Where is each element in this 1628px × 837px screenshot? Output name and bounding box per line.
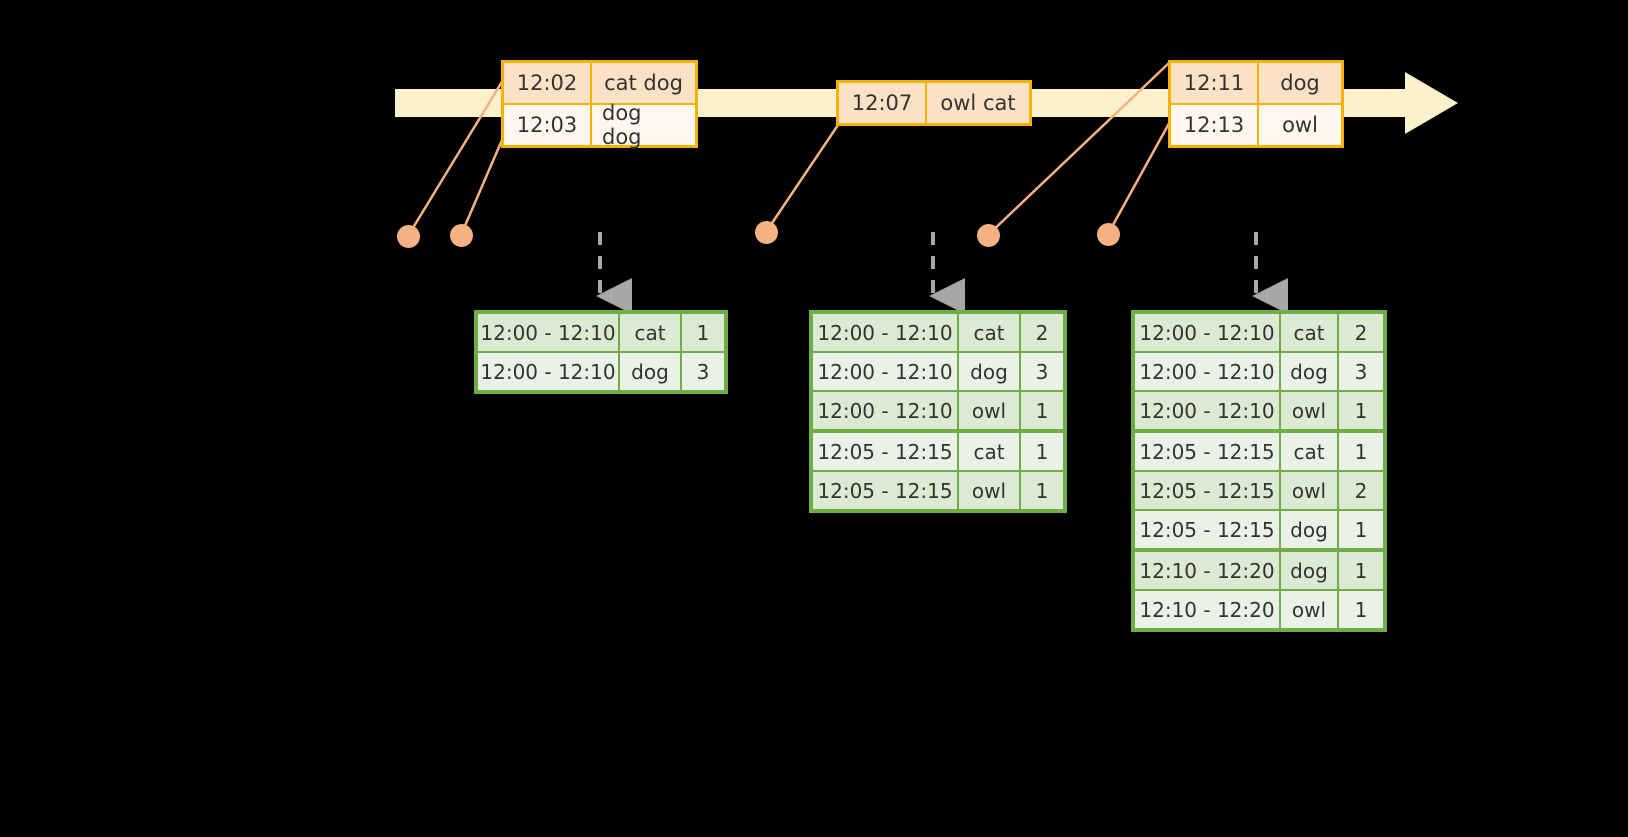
- cell-word: owl: [1281, 472, 1339, 509]
- event-box[interactable]: 12:02 cat dog 12:03 dog dog: [501, 60, 698, 149]
- cell-word: cat: [959, 433, 1021, 470]
- timeline-arrow-icon: [1405, 72, 1458, 134]
- cell-word: owl: [959, 472, 1021, 509]
- cell-window: 12:00 - 12:10: [1135, 353, 1281, 390]
- cell-word: dog: [1281, 511, 1339, 548]
- cell-count: 2: [1035, 320, 1049, 345]
- cell-count: 1: [1035, 398, 1049, 423]
- cell-window: 12:00 - 12:10: [478, 353, 620, 390]
- cell-count: 3: [1354, 359, 1368, 384]
- cell-word: owl: [1281, 392, 1339, 429]
- cell-word: owl: [959, 392, 1021, 429]
- cell-window: 12:00 - 12:10: [813, 392, 959, 429]
- cell-window: 12:10 - 12:20: [1135, 591, 1281, 628]
- event-words: owl cat: [940, 91, 1016, 115]
- connector-dot: [396, 224, 420, 248]
- cell-word: cat: [620, 314, 682, 351]
- cell-window: 12:00 - 12:10: [478, 314, 620, 351]
- cell-count: 1: [1354, 398, 1368, 423]
- cell-window: 12:00 - 12:10: [1135, 392, 1281, 429]
- connector-dot: [1096, 222, 1120, 246]
- cell-window: 12:05 - 12:15: [1135, 472, 1281, 509]
- connector-line: [1106, 117, 1174, 235]
- connector-line: [459, 139, 504, 236]
- cell-count: 2: [1354, 320, 1368, 345]
- cell-window: 12:10 - 12:20: [1135, 552, 1281, 589]
- cell-word: cat: [1281, 433, 1339, 470]
- event-box[interactable]: 12:07 owl cat: [836, 80, 1032, 126]
- event-words: owl: [1282, 113, 1318, 137]
- cell-window: 12:00 - 12:10: [813, 353, 959, 390]
- event-words: dog: [1280, 71, 1320, 95]
- cell-window: 12:05 - 12:15: [813, 433, 959, 470]
- cell-count: 3: [696, 359, 710, 384]
- event-words: cat dog: [604, 71, 683, 95]
- connector-dot: [449, 223, 473, 247]
- cell-window: 12:05 - 12:15: [813, 472, 959, 509]
- connector-dot: [754, 220, 778, 244]
- event-time: 12:02: [504, 63, 592, 103]
- cell-word: cat: [1281, 314, 1339, 351]
- cell-window: 12:00 - 12:10: [1135, 314, 1281, 351]
- cell-word: dog: [1281, 353, 1339, 390]
- connector-dot: [976, 223, 1000, 247]
- cell-count: 3: [1035, 359, 1049, 384]
- cell-word: dog: [620, 353, 682, 390]
- down-arrows: [596, 232, 1288, 314]
- cell-count: 2: [1354, 478, 1368, 503]
- cell-count: 1: [1035, 478, 1049, 503]
- event-row: 12:03 dog dog: [504, 101, 695, 149]
- event-time: 12:11: [1171, 63, 1259, 103]
- cell-window: 12:05 - 12:15: [1135, 433, 1281, 470]
- event-row: 12:02 cat dog: [504, 63, 695, 103]
- cell-count: 1: [1354, 517, 1368, 542]
- cell-count: 1: [1354, 597, 1368, 622]
- cell-count: 1: [696, 320, 710, 345]
- event-row: 12:07 owl cat: [839, 83, 1029, 123]
- event-time: 12:13: [1171, 105, 1259, 145]
- event-row: 12:11 dog: [1171, 63, 1341, 103]
- cell-word: dog: [959, 353, 1021, 390]
- cell-word: dog: [1281, 552, 1339, 589]
- event-row: 12:13 owl: [1171, 103, 1341, 145]
- cell-window: 12:00 - 12:10: [813, 314, 959, 351]
- cell-count: 1: [1035, 439, 1049, 464]
- cell-word: owl: [1281, 591, 1339, 628]
- cell-word: cat: [959, 314, 1021, 351]
- cell-window: 12:05 - 12:15: [1135, 511, 1281, 548]
- connector-line: [764, 121, 842, 233]
- cell-count: 1: [1354, 558, 1368, 583]
- event-time: 12:03: [504, 105, 592, 145]
- cell-count: 1: [1354, 439, 1368, 464]
- event-words: dog dog: [602, 101, 642, 149]
- event-time: 12:07: [839, 83, 927, 123]
- event-box[interactable]: 12:11 dog 12:13 owl: [1168, 60, 1344, 148]
